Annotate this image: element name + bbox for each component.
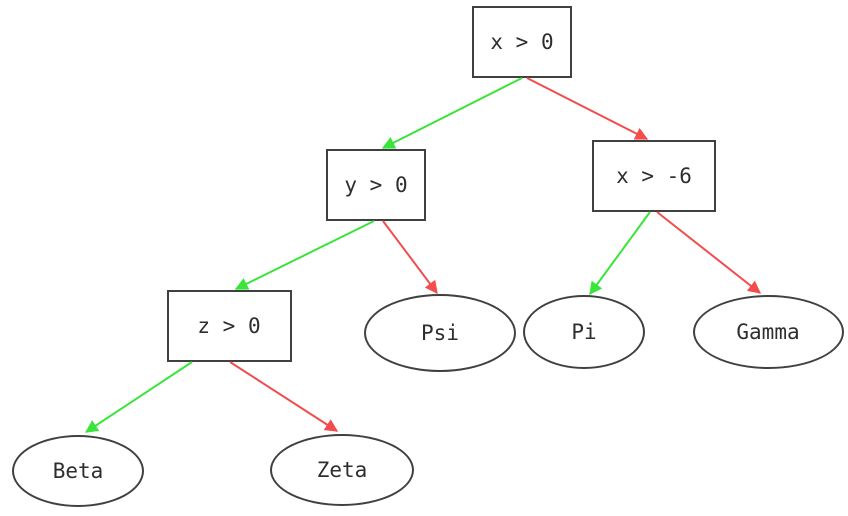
leaf-node-gamma: Gamma [692,295,844,369]
leaf-node-pi: Pi [523,295,645,369]
decision-node-xm6: x > -6 [592,140,716,212]
node-label: x > -6 [616,163,692,188]
decision-node-y0: y > 0 [326,149,426,221]
node-label: z > 0 [197,313,261,338]
node-label: Beta [52,458,104,483]
leaf-node-psi: Psi [364,294,516,372]
leaf-node-zeta: Zeta [270,434,414,506]
node-label: y > 0 [344,172,408,197]
decision-node-z0: z > 0 [166,290,292,362]
node-label: x > 0 [490,29,554,54]
decision-node-x0: x > 0 [472,6,572,78]
node-label: Psi [421,320,459,345]
leaf-node-beta: Beta [12,435,144,507]
node-label: Pi [571,319,597,344]
node-label: Gamma [736,319,800,344]
node-label: Zeta [316,457,368,482]
